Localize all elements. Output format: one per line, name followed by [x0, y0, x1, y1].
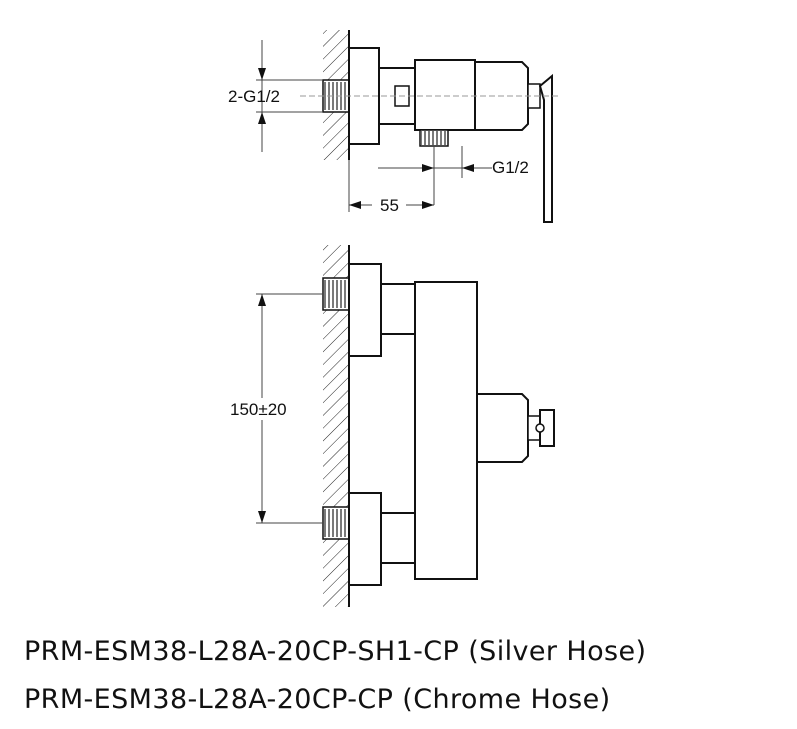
escutcheon-lower — [348, 492, 382, 586]
escutcheon-upper — [348, 263, 382, 357]
outlet-offset-label: 55 — [380, 196, 399, 215]
connector-upper — [380, 283, 416, 335]
lever-handle-top — [538, 73, 553, 223]
model-code: PRM-ESM38-L28A-20CP-CP — [24, 684, 394, 715]
technical-drawing: 2-G1/2 G1/2 55 — [228, 30, 560, 607]
connector-lower — [380, 512, 416, 564]
model-code: PRM-ESM38-L28A-20CP-SH1-CP — [24, 636, 460, 667]
model-variant: (Chrome Hose) — [402, 684, 611, 715]
model-variant: (Silver Hose) — [468, 636, 647, 667]
front-view: 150±20 — [228, 245, 555, 607]
outlet-thread-label: G1/2 — [492, 158, 529, 177]
model-line-chrome-hose: PRM-ESM38-L28A-20CP-CP (Chrome Hose) — [24, 684, 611, 715]
model-line-silver-hose: PRM-ESM38-L28A-20CP-SH1-CP (Silver Hose) — [24, 636, 646, 667]
valve-body-front — [414, 281, 478, 580]
side-view: 2-G1/2 G1/2 55 — [228, 30, 560, 223]
inlet-spacing-label: 150±20 — [230, 400, 287, 419]
valve-body-top — [414, 59, 476, 131]
valve-cap-front — [476, 393, 529, 463]
inlet-thread-label: 2-G1/2 — [228, 87, 280, 106]
